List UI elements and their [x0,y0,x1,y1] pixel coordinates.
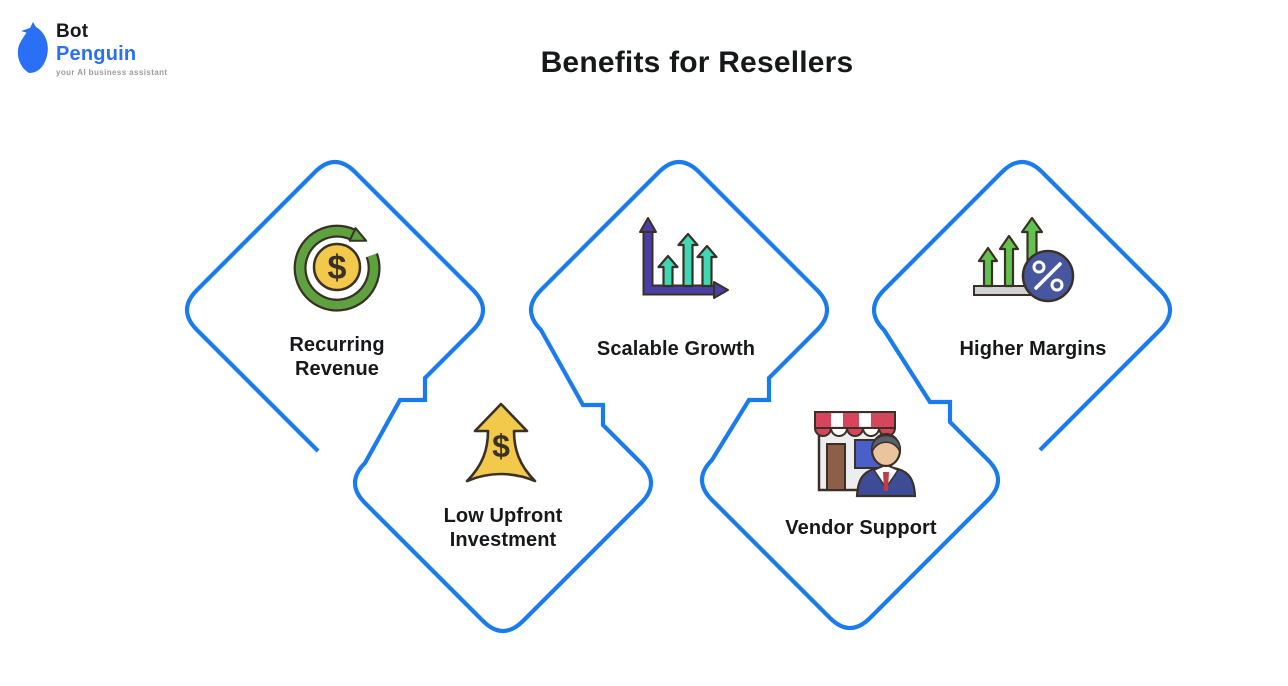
higher-margins-icon [973,216,1075,303]
logo-word-penguin: Penguin [56,43,137,65]
logo-tagline: your AI business assistant [56,68,168,77]
vendor-support-icon [813,411,917,498]
card-label-scalable-growth: Scalable Growth [596,338,756,360]
card-label-higher-margins: Higher Margins [959,338,1107,360]
card-label-low-upfront-investment: Low Upfront Investment [443,505,563,551]
scalable-growth-icon [639,217,729,299]
card-label-vendor-support: Vendor Support [785,517,937,539]
card-label-recurring-revenue: Recurring Revenue [289,334,385,380]
botpenguin-logo: Bot Penguin your AI business assistant [14,22,167,77]
logo-word-bot: Bot [56,21,89,42]
low-upfront-investment-icon: $ [465,402,537,483]
page-title: Benefits for Resellers [540,46,854,79]
svg-text:$: $ [492,428,510,464]
penguin-icon [17,22,48,73]
svg-text:$: $ [328,249,347,287]
recurring-revenue-icon: $ [293,224,381,312]
